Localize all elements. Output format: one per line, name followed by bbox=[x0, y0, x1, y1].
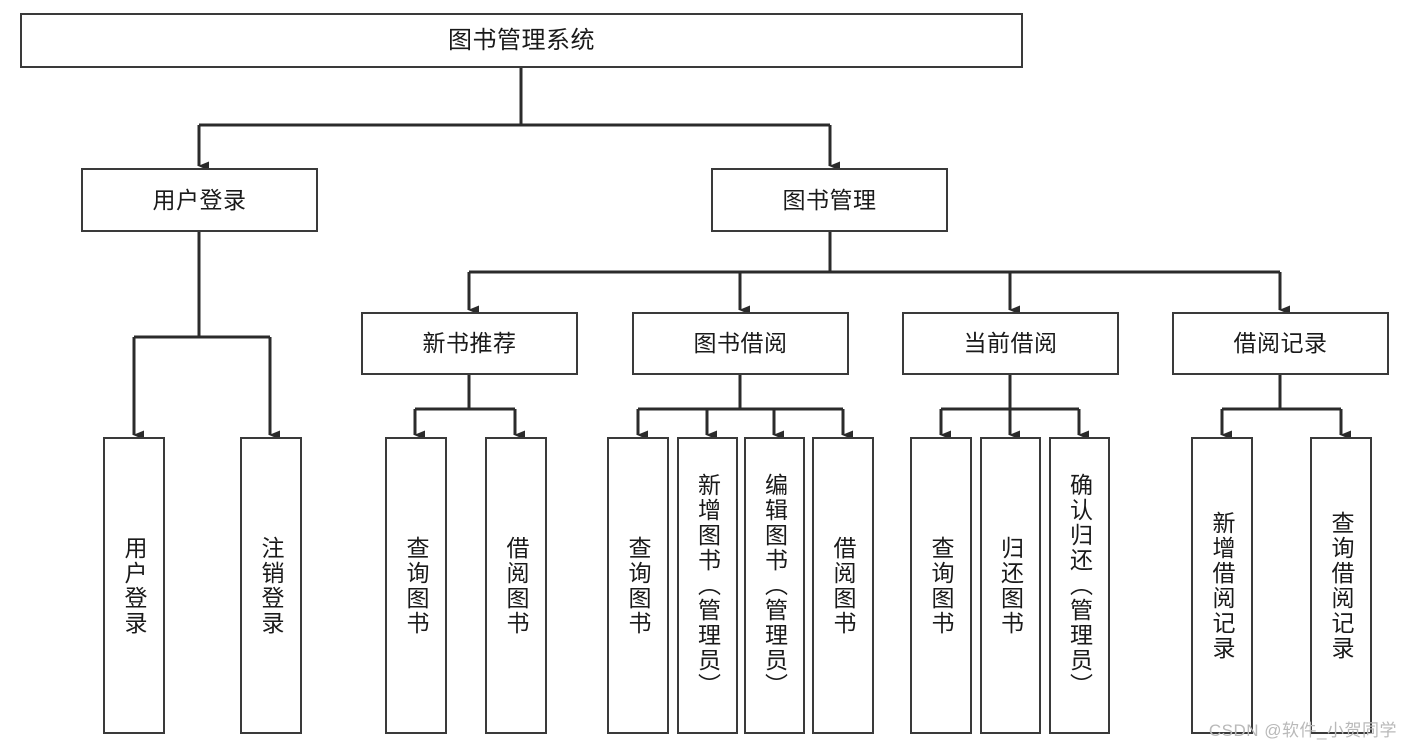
node-leaf-user-logout[interactable]: 注销登录 bbox=[240, 437, 302, 734]
node-leaf-confirm-return-admin[interactable]: 确认归还（管理员） bbox=[1049, 437, 1110, 734]
node-label: 当前借阅 bbox=[963, 330, 1058, 357]
node-label: 查询图书 bbox=[403, 535, 430, 636]
node-label: 图书管理系统 bbox=[448, 26, 595, 54]
node-new-book-recommendation[interactable]: 新书推荐 bbox=[361, 312, 578, 375]
node-book-management[interactable]: 图书管理 bbox=[711, 168, 948, 232]
node-leaf-borrow-books[interactable]: 借阅图书 bbox=[812, 437, 874, 734]
node-leaf-return-books[interactable]: 归还图书 bbox=[980, 437, 1041, 734]
node-leaf-query-books-borrow[interactable]: 查询图书 bbox=[607, 437, 669, 734]
node-label: 查询图书 bbox=[928, 535, 955, 636]
node-label: 图书借阅 bbox=[693, 330, 788, 357]
node-user-login[interactable]: 用户登录 bbox=[81, 168, 318, 232]
node-leaf-query-books-recommend[interactable]: 查询图书 bbox=[385, 437, 447, 734]
node-leaf-add-borrow-record[interactable]: 新增借阅记录 bbox=[1191, 437, 1253, 734]
node-label: 用户登录 bbox=[152, 186, 247, 213]
node-leaf-borrow-books-recommend[interactable]: 借阅图书 bbox=[485, 437, 547, 734]
node-label: 借阅图书 bbox=[830, 535, 857, 636]
node-leaf-add-book-admin[interactable]: 新增图书（管理员） bbox=[677, 437, 738, 734]
node-label: 新增借阅记录 bbox=[1209, 510, 1236, 661]
node-label: 新增图书（管理员） bbox=[694, 473, 721, 698]
node-label: 借阅图书 bbox=[503, 535, 530, 636]
node-root-book-management-system[interactable]: 图书管理系统 bbox=[20, 13, 1023, 68]
node-leaf-edit-book-admin[interactable]: 编辑图书（管理员） bbox=[744, 437, 805, 734]
node-label: 确认归还（管理员） bbox=[1066, 473, 1093, 698]
node-leaf-user-login[interactable]: 用户登录 bbox=[103, 437, 165, 734]
node-borrowing-records[interactable]: 借阅记录 bbox=[1172, 312, 1389, 375]
node-book-borrowing[interactable]: 图书借阅 bbox=[632, 312, 849, 375]
node-current-borrowing[interactable]: 当前借阅 bbox=[902, 312, 1119, 375]
node-label: 图书管理 bbox=[782, 186, 877, 213]
node-label: 查询借阅记录 bbox=[1328, 510, 1355, 661]
node-label: 编辑图书（管理员） bbox=[761, 473, 788, 698]
node-leaf-query-borrow-record[interactable]: 查询借阅记录 bbox=[1310, 437, 1372, 734]
node-label: 查询图书 bbox=[625, 535, 652, 636]
node-label: 借阅记录 bbox=[1233, 330, 1328, 357]
node-leaf-query-books-current[interactable]: 查询图书 bbox=[910, 437, 972, 734]
node-label: 注销登录 bbox=[258, 535, 285, 636]
node-label: 归还图书 bbox=[997, 535, 1024, 636]
node-label: 用户登录 bbox=[121, 535, 148, 636]
node-label: 新书推荐 bbox=[422, 330, 517, 357]
